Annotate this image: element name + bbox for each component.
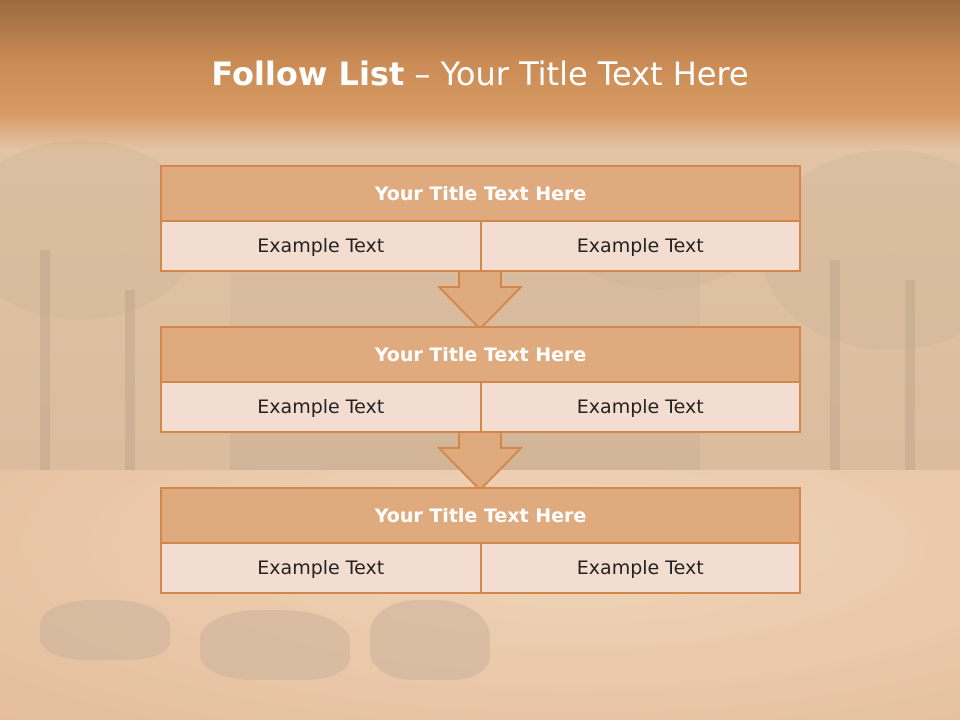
- step-title: Your Title Text Here: [160, 487, 801, 544]
- step-cell-right: Example Text: [481, 544, 801, 594]
- slide-title: Follow List – Your Title Text Here: [0, 55, 960, 93]
- list-step: Your Title Text Here Example Text Exampl…: [160, 487, 801, 594]
- step-cell-right: Example Text: [481, 222, 801, 272]
- slide-title-strong: Follow List: [211, 55, 405, 93]
- step-cell-left: Example Text: [160, 544, 482, 594]
- slide-title-rest: – Your Title Text Here: [414, 55, 749, 93]
- step-cell-left: Example Text: [160, 222, 482, 272]
- step-title: Your Title Text Here: [160, 165, 801, 222]
- down-arrow-icon: [437, 432, 523, 492]
- step-row: Example Text Example Text: [160, 544, 801, 594]
- background-rock: [200, 610, 350, 680]
- background-trunk: [905, 280, 915, 480]
- step-row: Example Text Example Text: [160, 383, 801, 433]
- background-rock: [370, 600, 490, 680]
- down-arrow-icon: [437, 271, 523, 331]
- header-band: [0, 0, 960, 150]
- list-step: Your Title Text Here Example Text Exampl…: [160, 326, 801, 433]
- background-trunk: [830, 260, 840, 480]
- step-row: Example Text Example Text: [160, 222, 801, 272]
- list-step: Your Title Text Here Example Text Exampl…: [160, 165, 801, 272]
- background-rock: [40, 600, 170, 660]
- background-trunk: [125, 290, 135, 500]
- step-cell-right: Example Text: [481, 383, 801, 433]
- step-cell-left: Example Text: [160, 383, 482, 433]
- step-title: Your Title Text Here: [160, 326, 801, 383]
- background-trunk: [40, 250, 50, 480]
